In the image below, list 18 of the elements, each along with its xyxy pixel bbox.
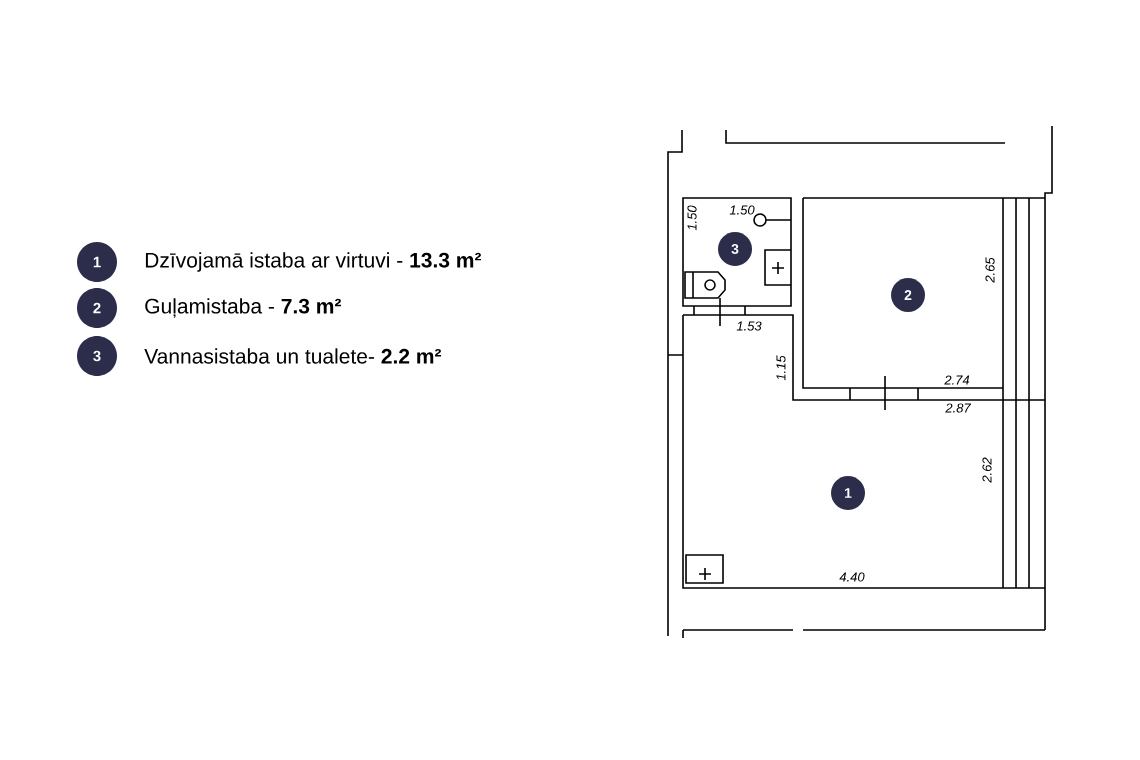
- number-badge: 2: [77, 288, 117, 328]
- legend-text: Guļamistaba - 7.3 m²: [145, 298, 341, 318]
- dimension-label: 2.87: [945, 403, 972, 413]
- legend-text: Dzīvojamā istaba ar virtuvi - 13.3 m²: [145, 252, 481, 272]
- dimension-label: 1.15: [776, 355, 786, 381]
- number-badge: 1: [77, 242, 117, 282]
- legend-text: Vannasistaba un tualete- 2.2 m²: [144, 348, 442, 364]
- dimension-label: 4.40: [839, 572, 865, 582]
- dimension-label: 1.53: [736, 321, 762, 331]
- number-badge: 3: [77, 336, 117, 376]
- number-badge: 2: [891, 278, 925, 312]
- dimension-label: 1.50: [687, 205, 697, 231]
- dimension-label: 2.62: [982, 457, 992, 483]
- dimension-label: 2.74: [944, 375, 970, 385]
- dimension-label: 2.65: [985, 257, 995, 283]
- number-badge: 3: [718, 232, 752, 266]
- dimension-label: 1.50: [729, 205, 755, 215]
- number-badge: 1: [831, 476, 865, 510]
